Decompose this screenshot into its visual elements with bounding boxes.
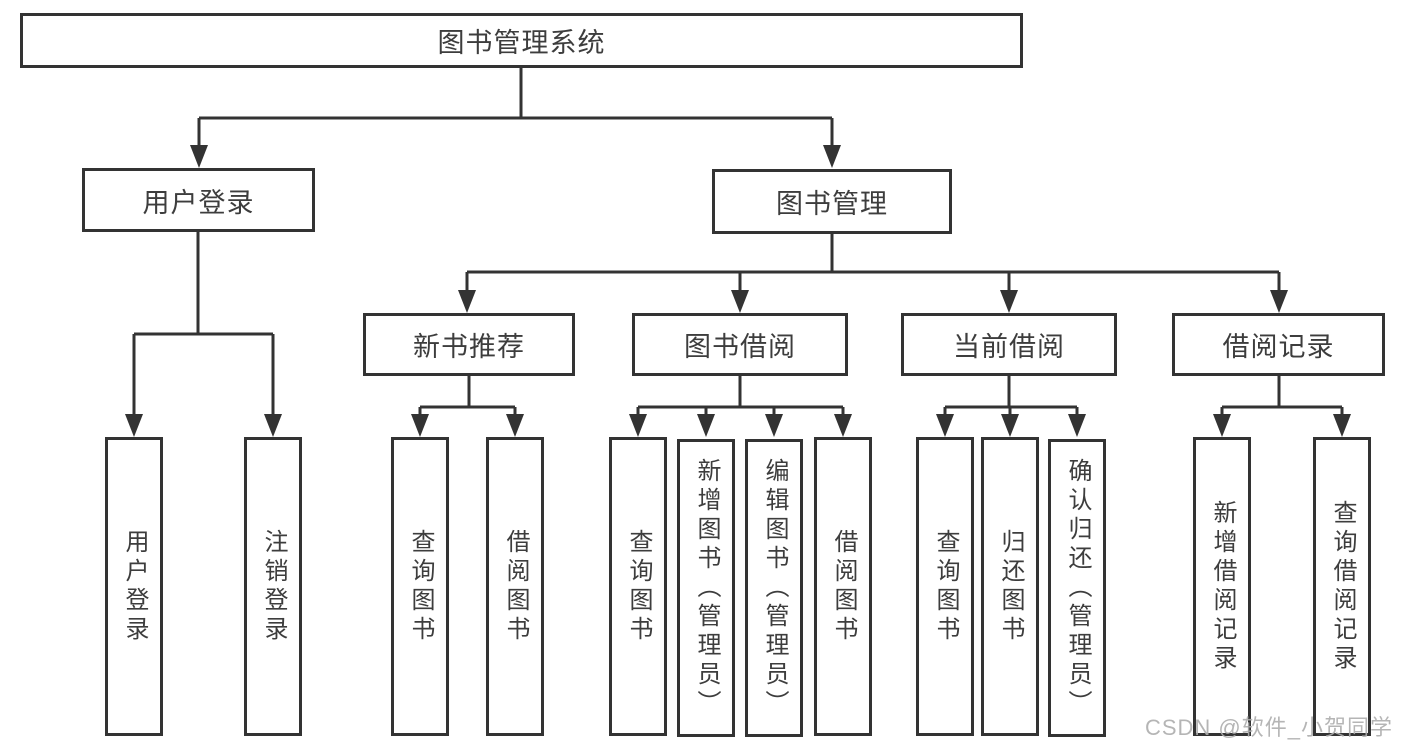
node-label: 用户登录 — [121, 528, 148, 645]
leaf-borrow-books-recommend: 借阅图书 — [486, 437, 544, 736]
node-label: 当前借阅 — [953, 332, 1065, 362]
leaf-return-book: 归还图书 — [981, 437, 1039, 736]
leaf-query-books-recommend: 查询图书 — [391, 437, 449, 736]
leaf-logout: 注销登录 — [244, 437, 302, 736]
leaf-user-login: 用户登录 — [105, 437, 163, 736]
leaf-confirm-return-admin: 确认归还（管理员） — [1048, 439, 1106, 737]
leaf-query-books-borrowing: 查询图书 — [609, 437, 667, 736]
node-book-management: 图书管理 — [712, 169, 952, 234]
node-label: 确认归还（管理员） — [1064, 457, 1091, 719]
leaf-edit-book-admin: 编辑图书（管理员） — [745, 439, 803, 737]
node-label: 借阅记录 — [1222, 332, 1335, 362]
node-root-library-system: 图书管理系统 — [20, 13, 1023, 68]
node-borrow-records: 借阅记录 — [1172, 313, 1385, 376]
node-label: 查询图书 — [932, 528, 959, 645]
watermark: CSDN @软件_小贺同学 — [1144, 715, 1393, 740]
node-label: 注销登录 — [260, 528, 287, 645]
node-current-borrowing: 当前借阅 — [901, 313, 1117, 376]
node-label: 编辑图书（管理员） — [761, 457, 788, 719]
node-label: 新增图书（管理员） — [693, 457, 720, 719]
leaf-add-borrow-record: 新增借阅记录 — [1193, 437, 1251, 736]
node-label: 用户登录 — [142, 187, 255, 218]
node-label: 图书管理系统 — [437, 28, 606, 58]
node-book-borrowing: 图书借阅 — [632, 313, 848, 376]
node-label: 查询图书 — [407, 528, 434, 645]
arrowhead-icons — [125, 145, 1351, 437]
leaf-borrow-books-borrowing: 借阅图书 — [814, 437, 872, 736]
node-label: 借阅图书 — [502, 528, 529, 645]
leaf-query-borrow-record: 查询借阅记录 — [1313, 437, 1371, 736]
node-label: 借阅图书 — [830, 528, 857, 645]
node-label: 新增借阅记录 — [1209, 499, 1236, 674]
node-label: 新书推荐 — [413, 332, 525, 362]
node-user-login: 用户登录 — [82, 168, 315, 232]
node-label: 图书借阅 — [684, 332, 796, 362]
node-label: 查询图书 — [625, 528, 652, 645]
node-label: 归还图书 — [997, 528, 1024, 645]
leaf-add-book-admin: 新增图书（管理员） — [677, 439, 735, 737]
leaf-query-books-current: 查询图书 — [916, 437, 974, 736]
node-label: 查询借阅记录 — [1329, 499, 1356, 674]
node-new-book-recommend: 新书推荐 — [363, 313, 575, 376]
node-label: 图书管理 — [776, 189, 888, 219]
